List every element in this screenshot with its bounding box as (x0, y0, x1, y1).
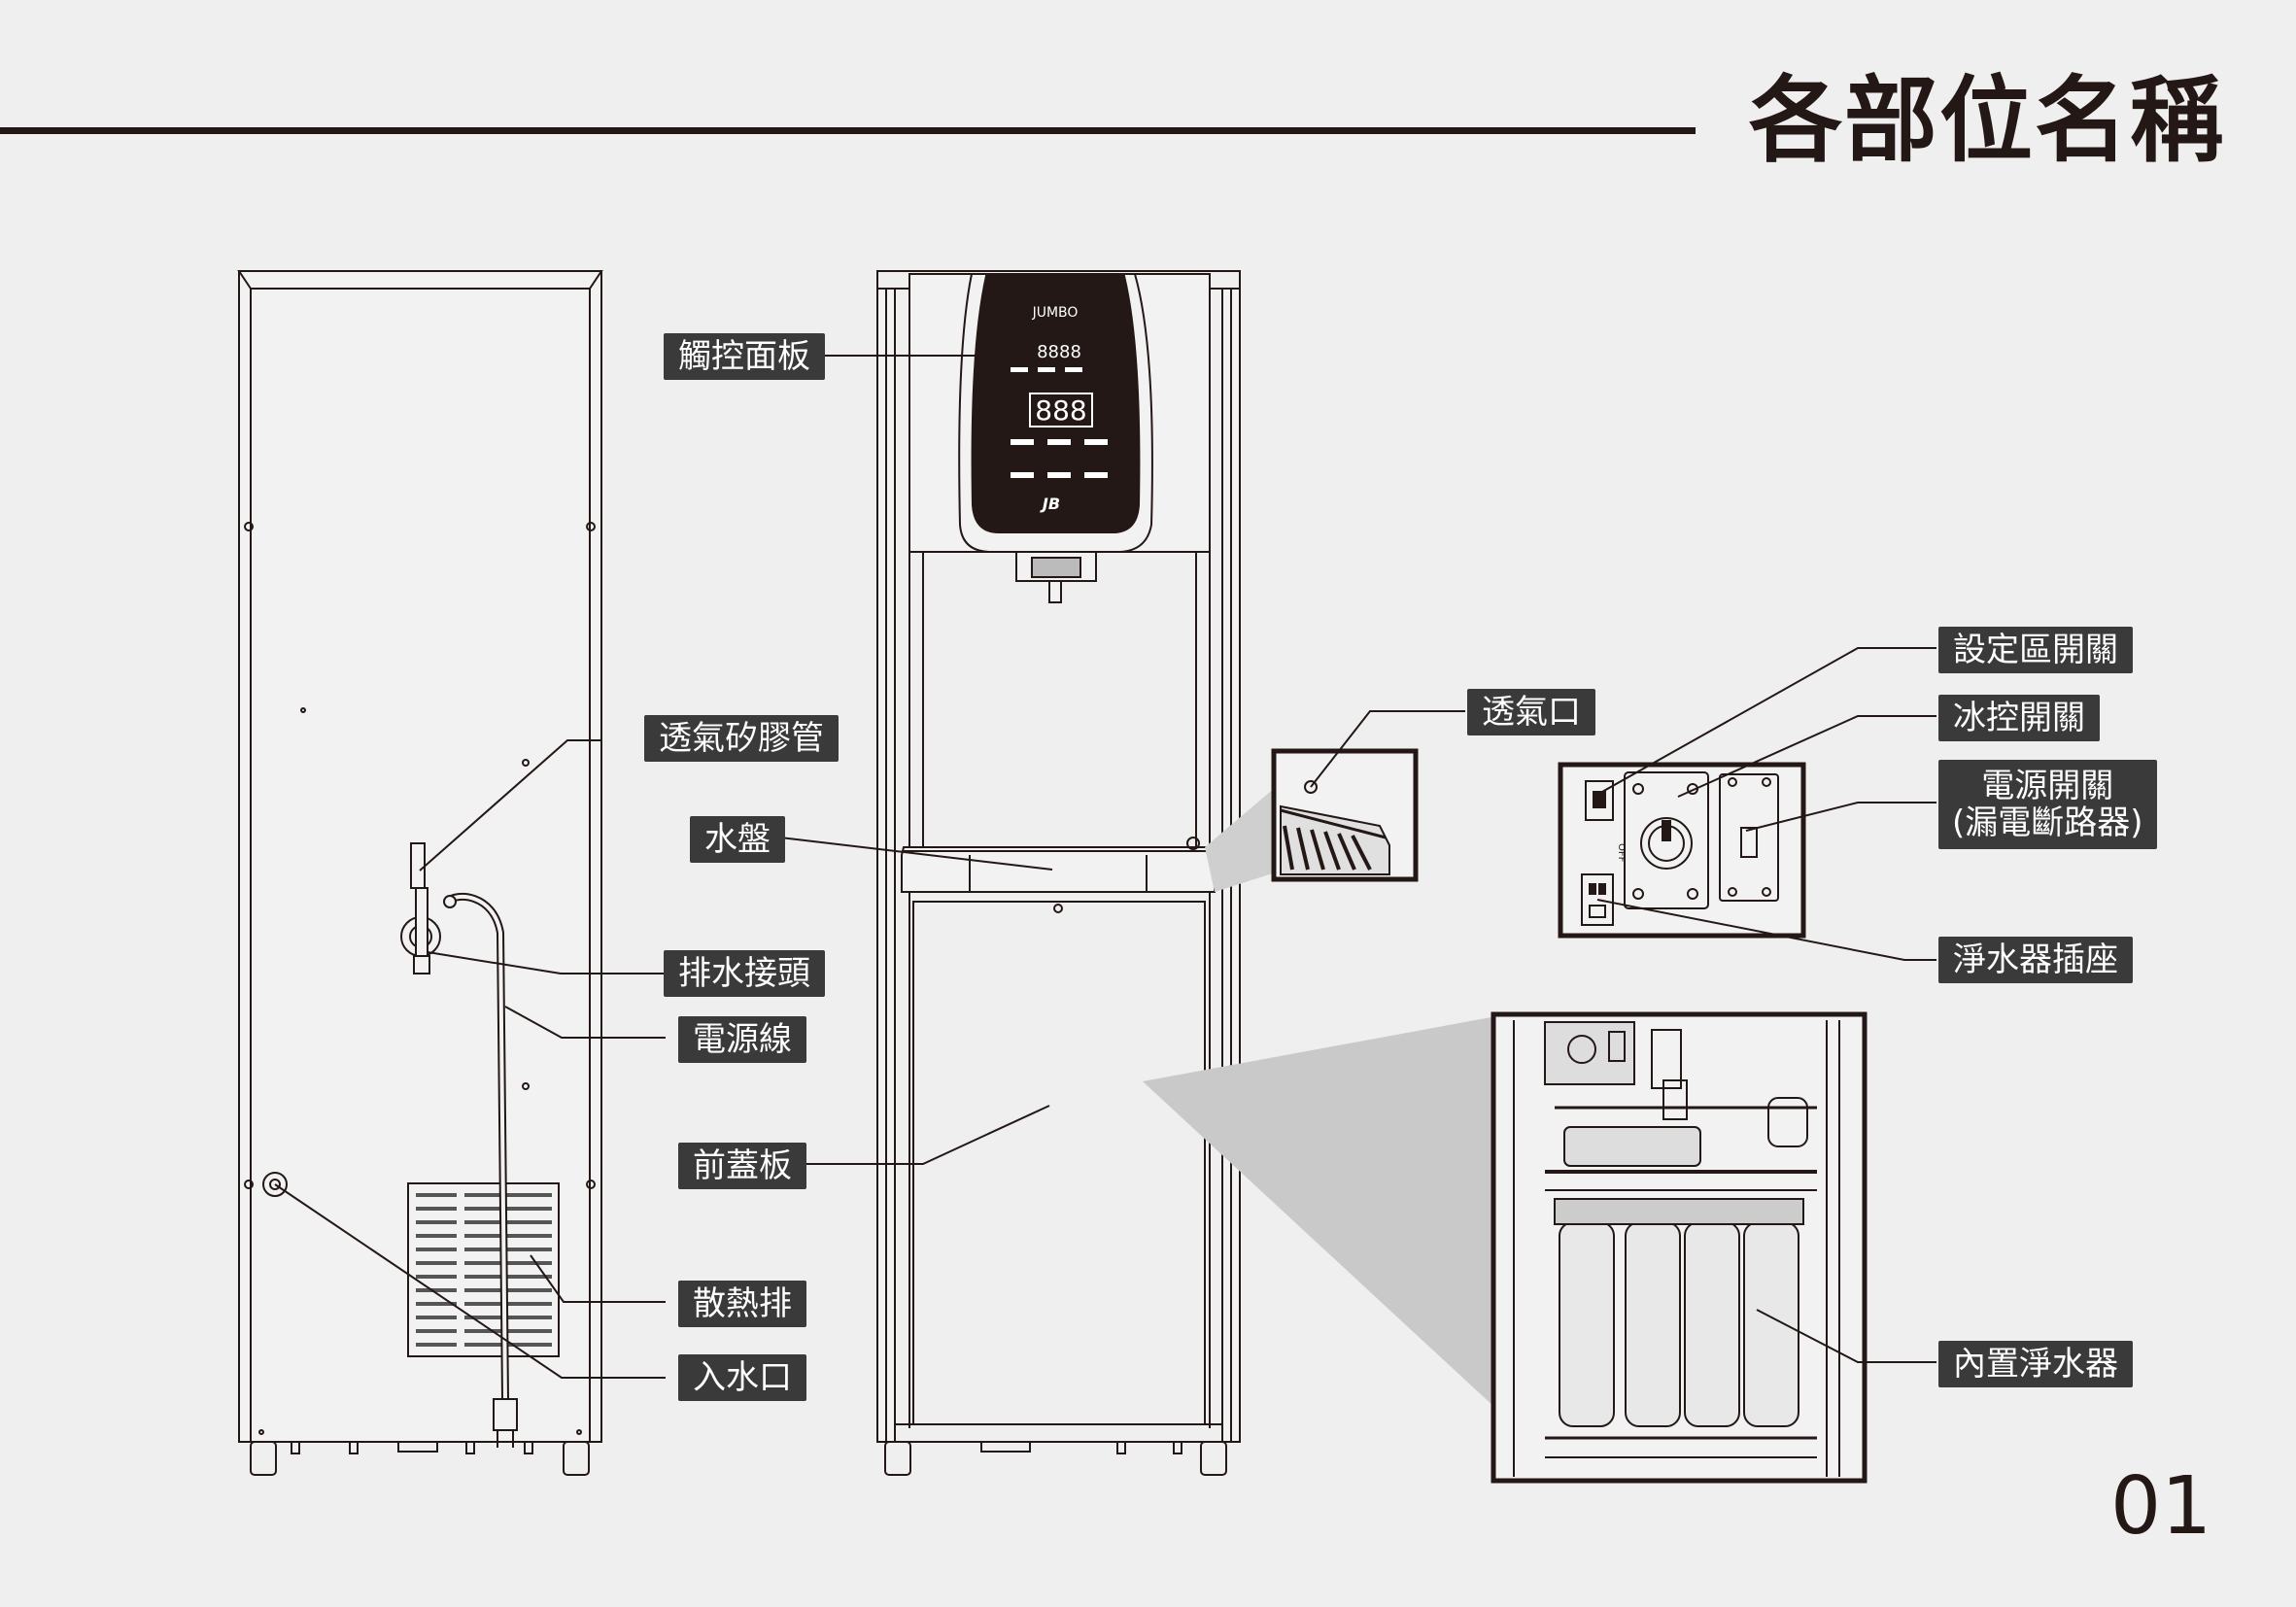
label-drain-joint: 排水接頭 (664, 950, 825, 997)
label-power-cord: 電源線 (678, 1016, 806, 1063)
label-vent-port: 透氣口 (1467, 689, 1595, 735)
leader-lines (274, 355, 1936, 1379)
power-cord (443, 892, 518, 1448)
panel-brand: JUMBO (1032, 305, 1079, 321)
label-vent-tube: 透氣矽膠管 (644, 715, 839, 762)
label-power-switch-line2: (漏電斷路器) (1952, 804, 2143, 842)
header-rule (0, 127, 1696, 134)
label-water-tray: 水盤 (690, 816, 785, 863)
label-touch-panel: 觸控面板 (664, 333, 825, 380)
switch-panel-inset (1558, 762, 1806, 939)
label-heat-sink: 散熱排 (678, 1281, 806, 1327)
page-title: 各部位名稱 (1749, 66, 2225, 175)
label-ice-switch: 冰控開關 (1938, 695, 2100, 741)
label-front-cover: 前蓋板 (678, 1143, 806, 1189)
panel-top-display: 8888 (1037, 342, 1081, 362)
front-cover (912, 901, 1206, 1425)
builtin-purifier-inset (1143, 1011, 1868, 1484)
label-water-inlet: 入水口 (678, 1354, 806, 1401)
label-builtin-purifier: 內置淨水器 (1938, 1341, 2133, 1387)
label-setting-switch: 設定區開關 (1938, 627, 2133, 673)
vent-tube (400, 842, 441, 974)
panel-logo: JB (1040, 495, 1060, 513)
panel-main-display: 888 (1035, 394, 1086, 427)
label-purifier-socket: 淨水器插座 (1938, 937, 2133, 983)
touch-panel-housing (958, 273, 1153, 603)
page-number: 01 (2110, 1460, 2212, 1553)
off-label: OFF (1616, 843, 1627, 863)
label-power-switch: 電源開關 (漏電斷路器) (1938, 760, 2157, 849)
vent-port-inset (1205, 748, 1419, 892)
label-power-switch-line1: 電源開關 (1981, 767, 2114, 805)
